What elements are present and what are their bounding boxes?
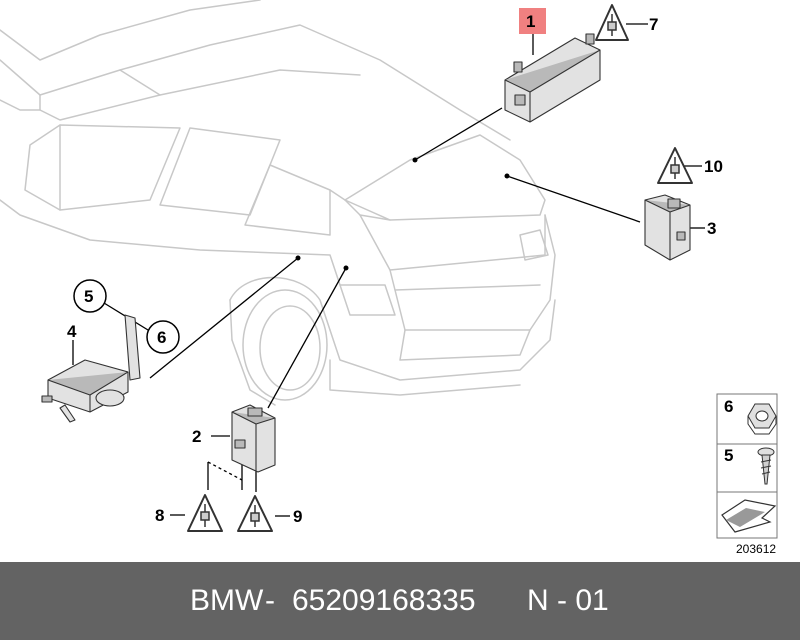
label-part-6: 6: [157, 328, 166, 347]
siren-part-4: [41, 314, 141, 423]
footer-brand: BMW: [190, 584, 264, 617]
label-part-5: 5: [84, 287, 93, 306]
footer-separator: -: [265, 584, 275, 617]
side-label-5: 5: [724, 446, 733, 465]
footer-part-number: 65209168335: [292, 584, 476, 617]
reference-number: 203612: [736, 542, 776, 556]
leader-lines: [72, 23, 705, 517]
label-part-4: 4: [67, 322, 77, 341]
arrow-box-icon: [721, 499, 777, 533]
label-part-1: 1: [526, 12, 535, 31]
label-part-7: 7: [649, 15, 658, 34]
module-part-2: [231, 404, 276, 473]
parts-diagram: 1 7 10 3 5 6 4 2 8 9 6 5 203612: [0, 0, 778, 556]
circle-label-5: [73, 279, 107, 313]
footer-bar: BMW - 65209168335 N - 01: [0, 562, 800, 640]
module-part-3: [644, 194, 691, 261]
label-part-10: 10: [704, 157, 723, 176]
warning-plug-icon-7: [595, 4, 629, 41]
circle-label-6: [146, 320, 180, 354]
label-part-9: 9: [293, 507, 302, 526]
footer-variant: N - 01: [527, 584, 609, 617]
warning-plug-icon-10: [657, 147, 693, 184]
warning-plug-icon-8: [187, 494, 223, 532]
label-part-8: 8: [155, 506, 164, 525]
hex-nut-icon: [747, 403, 777, 435]
side-label-6: 6: [724, 397, 733, 416]
car-outline: [0, 0, 556, 406]
warning-plug-icon-9: [237, 495, 273, 532]
highlight-part-1: [519, 8, 546, 34]
label-part-3: 3: [707, 219, 716, 238]
screw-icon: [757, 447, 775, 485]
side-panel: 6 5 203612: [716, 393, 778, 556]
control-unit-part-1: [504, 33, 601, 123]
label-part-2: 2: [192, 427, 201, 446]
